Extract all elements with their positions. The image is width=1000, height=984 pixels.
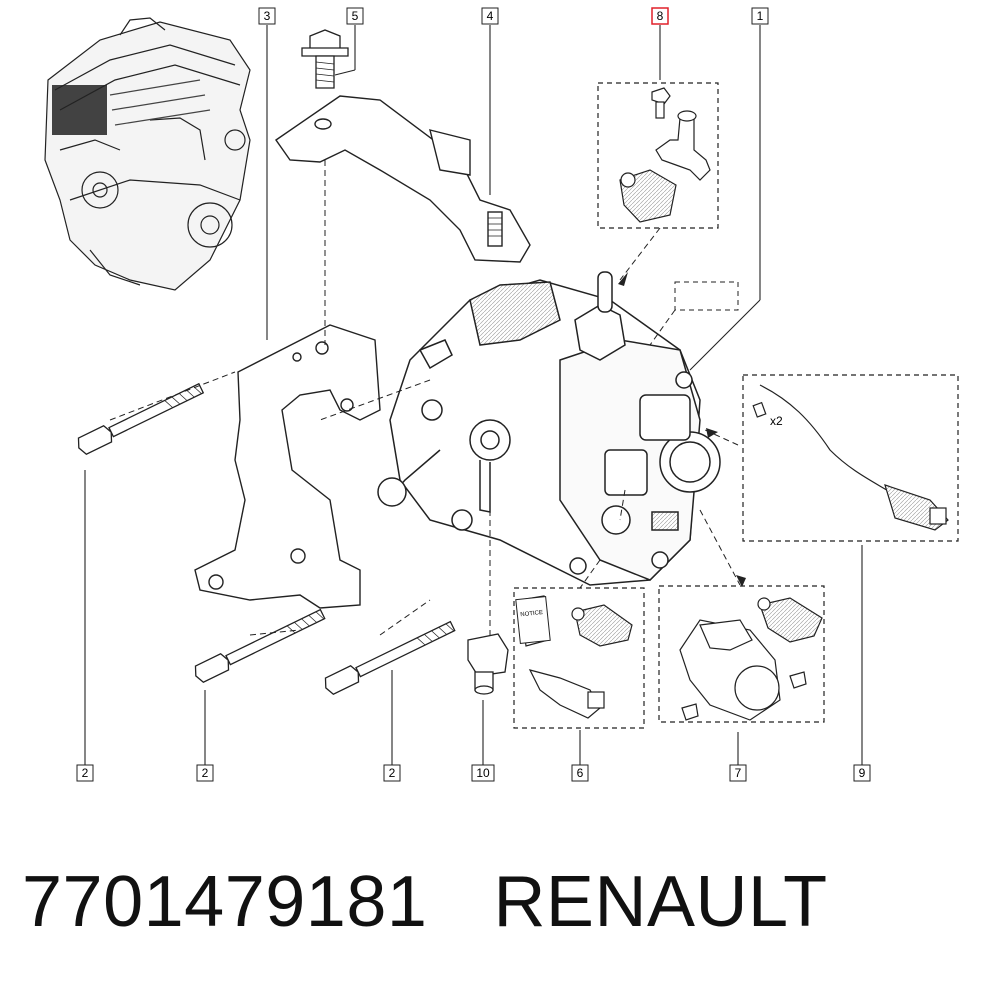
part-number-text: 7701479181 bbox=[22, 862, 428, 942]
callout-label: 3 bbox=[264, 9, 271, 23]
callout-5: 5 bbox=[346, 7, 364, 25]
notice-label: NOTICE bbox=[520, 610, 543, 618]
kit-part-9 bbox=[742, 374, 959, 542]
callout-label: 2 bbox=[389, 766, 396, 780]
arrowheads bbox=[618, 272, 746, 587]
callout-4: 4 bbox=[481, 7, 499, 25]
leader-lines bbox=[84, 25, 863, 765]
bolts-part-2 bbox=[77, 382, 456, 695]
fuel-pump-part-1 bbox=[377, 271, 721, 586]
callout-9: 9 bbox=[853, 764, 871, 782]
callout-2: 2 bbox=[196, 764, 214, 782]
placeholder-box bbox=[674, 281, 739, 311]
callout-label: 1 bbox=[757, 9, 764, 23]
callout-label: 2 bbox=[82, 766, 89, 780]
callout-1: 1 bbox=[751, 7, 769, 25]
callout-3: 3 bbox=[258, 7, 276, 25]
callout-2: 2 bbox=[383, 764, 401, 782]
bracket-part-3 bbox=[194, 324, 381, 609]
notice-booklet: NOTICE bbox=[515, 596, 551, 644]
callout-8-highlighted: 8 bbox=[651, 7, 669, 25]
callout-label: 4 bbox=[487, 9, 494, 23]
quantity-note: x2 bbox=[770, 414, 783, 428]
callout-label: 8 bbox=[657, 9, 664, 23]
sensor-part-10 bbox=[467, 633, 509, 695]
brand-text: RENAULT bbox=[493, 862, 828, 942]
callout-6: 6 bbox=[571, 764, 589, 782]
callouts: 3 5 4 8 1 2 2 2 bbox=[76, 7, 871, 782]
callout-label: 9 bbox=[859, 766, 866, 780]
callout-10: 10 bbox=[471, 764, 495, 782]
callout-label: 7 bbox=[735, 766, 742, 780]
kit-part-7 bbox=[658, 585, 825, 723]
callout-7: 7 bbox=[729, 764, 747, 782]
callout-label: 5 bbox=[352, 9, 359, 23]
kit-part-8 bbox=[597, 82, 719, 229]
footer-title: 7701479181 RENAULT bbox=[22, 852, 982, 952]
callout-2: 2 bbox=[76, 764, 94, 782]
callout-label: 6 bbox=[577, 766, 584, 780]
callout-label: 2 bbox=[202, 766, 209, 780]
bracket-part-4 bbox=[275, 95, 531, 263]
bolt-part-5 bbox=[301, 29, 349, 89]
callout-label: 10 bbox=[476, 766, 490, 780]
engine-thumbnail bbox=[44, 17, 251, 291]
